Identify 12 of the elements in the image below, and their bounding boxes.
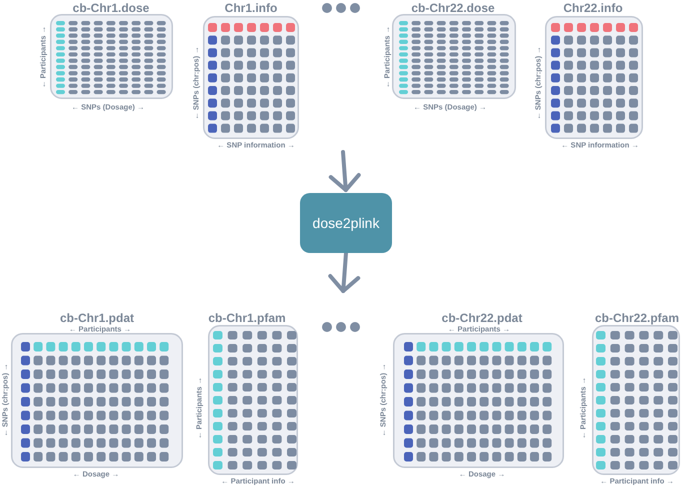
file-name: cb-Chr1.dose (72, 1, 150, 15)
file-name: cb-Chr1.pfam (208, 311, 286, 325)
file-name: cb-Chr22.dose (411, 1, 495, 15)
flow-arrow (328, 150, 361, 192)
process-label: dose2plink (312, 215, 380, 231)
file-name: cb-Chr22.pdat (442, 311, 522, 325)
flow-arrow (328, 251, 360, 293)
file-name: cb-Chr22.pfam (594, 311, 680, 325)
file-name: cb-Chr1.pdat (60, 311, 134, 325)
file-name: Chr22.info (563, 1, 623, 15)
file-name: Chr1.info (224, 1, 278, 15)
process-box (300, 193, 392, 253)
